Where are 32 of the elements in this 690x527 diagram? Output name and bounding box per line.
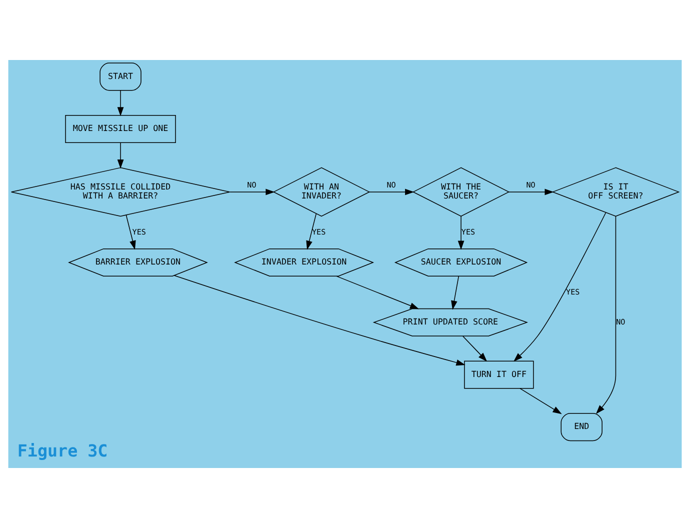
arrow <box>368 188 414 195</box>
node-diamond: WITH AN INVADER? <box>272 166 370 216</box>
edge-label: YES <box>132 226 146 236</box>
node-diamond: HAS MISSILE COLLIDED WITH A BARRIER? <box>10 166 230 216</box>
edge-label: YES <box>566 286 580 296</box>
edge-label: NO <box>616 316 626 326</box>
caption: Figure 3C <box>17 440 108 460</box>
arrow <box>451 275 460 310</box>
node-box: MOVE MISSILE UP ONE <box>65 114 176 143</box>
edge-label: YES <box>461 226 476 236</box>
arrow <box>117 142 124 168</box>
edge-label: NO <box>247 180 256 189</box>
edge-label: NO <box>526 180 536 189</box>
arrow <box>126 214 136 250</box>
arrow <box>508 188 554 195</box>
arrow <box>520 388 562 414</box>
edge-label: NO <box>386 180 396 189</box>
arrow <box>229 188 275 195</box>
arrow <box>336 275 420 309</box>
node-diamond: IS IT OFF SCREEN? <box>552 166 680 216</box>
arrow <box>462 335 488 362</box>
arrow <box>458 215 464 250</box>
arrow <box>596 215 616 414</box>
node-diamond: WITH THE SAUCER? <box>412 166 510 216</box>
arrow <box>514 212 606 362</box>
arrow <box>306 212 317 250</box>
node-box: END <box>560 412 602 441</box>
edge-label: YES <box>312 226 326 236</box>
node-box: START <box>100 62 142 90</box>
node-box: TURN IT OFF <box>464 360 534 388</box>
arrow <box>174 274 466 366</box>
arrow <box>117 90 124 116</box>
